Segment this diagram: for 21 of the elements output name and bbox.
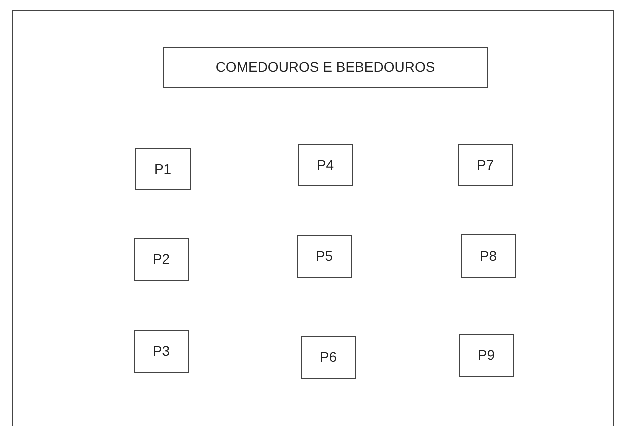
frame-outline <box>12 10 614 426</box>
pen-box <box>298 144 353 186</box>
box-label: P1 <box>154 160 172 178</box>
title-box <box>163 47 488 88</box>
box-label: P5 <box>316 247 334 266</box>
box-label: COMEDOUROS E BEBEDOUROS <box>216 58 436 77</box>
pen-box <box>134 330 189 373</box>
box-label: P3 <box>152 342 170 361</box>
pen-box <box>458 144 513 186</box>
pen-box <box>301 336 356 379</box>
box-label: P8 <box>480 246 498 266</box>
pen-box <box>461 234 516 278</box>
box-label: P2 <box>152 250 170 269</box>
box-label: P4 <box>316 156 334 174</box>
pen-box <box>297 235 352 278</box>
box-label: P6 <box>320 348 338 367</box>
pen-box <box>135 148 191 190</box>
pen-box <box>134 238 189 281</box>
box-label: P9 <box>478 346 496 365</box>
pen-box <box>459 334 514 377</box>
box-label: P7 <box>476 156 494 174</box>
